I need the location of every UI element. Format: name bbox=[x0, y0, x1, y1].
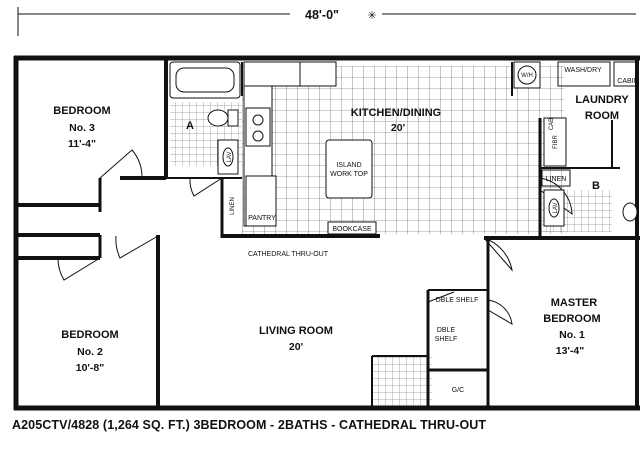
laundry-line2: ROOM bbox=[585, 110, 619, 122]
laundry-fixtures bbox=[513, 61, 637, 167]
bathtub-a bbox=[169, 61, 241, 99]
master-name2: BEDROOM bbox=[543, 313, 600, 325]
lav-a bbox=[217, 139, 239, 175]
range bbox=[245, 107, 271, 147]
kitchen-fixtures bbox=[243, 61, 377, 235]
living-room-name: LIVING ROOM bbox=[259, 325, 333, 337]
fiber-shower bbox=[543, 117, 567, 167]
cabinet bbox=[613, 61, 637, 87]
washer-dryer bbox=[557, 61, 611, 87]
bath-a-fixtures bbox=[169, 61, 241, 175]
bath-b-letter: B bbox=[592, 180, 600, 192]
laundry-line1: LAUNDRY bbox=[575, 94, 629, 106]
bedroom3-size: 11'-4" bbox=[68, 138, 96, 150]
bookcase-label: BOOKCASE bbox=[332, 226, 372, 233]
living-room-size: 20' bbox=[289, 341, 303, 353]
overall-dimension: 48'-0" bbox=[305, 8, 339, 22]
bedroom2-size: 10'-8" bbox=[76, 362, 105, 374]
master-number: No. 1 bbox=[559, 329, 585, 341]
wash-dry-label: WASH/DRY bbox=[564, 67, 602, 74]
bedroom3-number: No. 3 bbox=[69, 122, 95, 134]
bedroom2-number: No. 2 bbox=[77, 346, 103, 358]
plan-caption: A205CTV/4828 (1,264 SQ. FT.) 3BEDROOM - … bbox=[12, 418, 487, 432]
interior-walls bbox=[16, 58, 640, 408]
bath-a-lav: LAV bbox=[227, 152, 233, 163]
island-line2: WORK TOP bbox=[330, 171, 368, 178]
dble-shelf-side-1: DBLE bbox=[437, 327, 456, 334]
refrigerator bbox=[299, 61, 337, 87]
island-work-top bbox=[325, 139, 373, 199]
toilet-a bbox=[207, 109, 229, 127]
lav-b bbox=[543, 189, 565, 227]
exterior-walls bbox=[13, 55, 640, 411]
fiber-label: FIBR bbox=[553, 135, 559, 149]
cabinet-label: CABIN bbox=[617, 78, 638, 85]
pantry bbox=[245, 175, 277, 227]
dble-shelf-top: DBLE SHELF bbox=[436, 297, 479, 304]
door-swings bbox=[57, 149, 573, 325]
wh-label: W/H bbox=[521, 73, 533, 79]
bedroom2-name: BEDROOM bbox=[61, 329, 118, 341]
cathedral-note: CATHEDRAL THRU-OUT bbox=[248, 251, 329, 258]
bath-b-linen: LINEN bbox=[546, 176, 567, 183]
kitchen-tile-floor bbox=[242, 66, 564, 234]
pantry-label: PANTRY bbox=[248, 215, 276, 222]
kitchen-name: KITCHEN/DINING bbox=[351, 107, 441, 119]
entry-tile-floor bbox=[372, 356, 432, 408]
toilet-b bbox=[622, 202, 638, 222]
bookcase bbox=[327, 221, 377, 235]
bath-b-lav: LAV bbox=[553, 203, 559, 214]
master-name: MASTER bbox=[551, 297, 598, 309]
bath-b-fixtures bbox=[541, 169, 638, 227]
linen-left-label: LINEN bbox=[230, 197, 236, 215]
dimension-mark: ✳ bbox=[367, 10, 376, 22]
master-size: 13'-4" bbox=[556, 345, 585, 357]
kitchen-counter-top bbox=[243, 61, 305, 87]
island-line1: ISLAND bbox=[336, 162, 361, 169]
gc-label: G/C bbox=[452, 387, 464, 394]
linen-b bbox=[541, 169, 571, 187]
kitchen-size: 20' bbox=[391, 122, 405, 134]
dble-shelf-side-2: SHELF bbox=[435, 336, 458, 343]
bath-a-letter: A bbox=[186, 120, 194, 132]
laundry-cab-label: CAB bbox=[549, 118, 555, 130]
overall-dimension-line bbox=[17, 7, 636, 36]
bedroom3-name: BEDROOM bbox=[53, 105, 110, 117]
